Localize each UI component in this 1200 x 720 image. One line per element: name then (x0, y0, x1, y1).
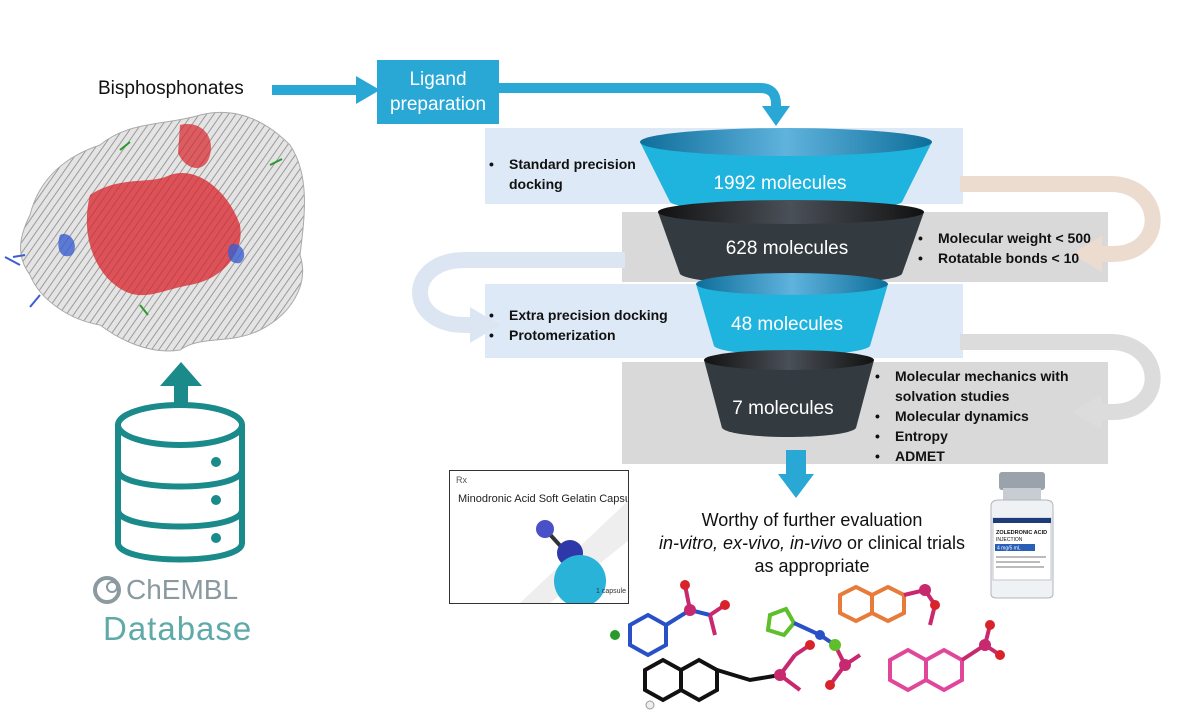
arrow-right-icon (272, 76, 380, 104)
bullet-item: Standard precision docking (487, 154, 657, 194)
vial-label-line1: ZOLEDRONIC ACID (996, 530, 1047, 536)
funnel-stage-1 (640, 128, 932, 212)
stage-3-bullets: Extra precision docking Protomerization (487, 305, 687, 345)
result-text: Worthy of further evaluation in-vitro, e… (622, 509, 1002, 578)
database-label: Database (103, 610, 253, 647)
funnel-label-1: 1992 molecules (713, 173, 847, 194)
stage-1-bullets: Standard precision docking (487, 154, 657, 194)
stage-2-bullets: Molecular weight < 500 Rotatable bonds <… (916, 228, 1106, 268)
source-label: Bisphosphonates (98, 78, 244, 99)
bullet-item: Protomerization (487, 325, 687, 345)
result-line2-rest: or clinical trials (842, 533, 966, 553)
funnel (640, 128, 932, 437)
funnel-label-2: 628 molecules (725, 238, 849, 259)
curved-arrow-icon (412, 252, 625, 343)
result-line2-italic: in-vitro, ex-vivo, in-vivo (658, 533, 842, 553)
bullet-item: Molecular dynamics (873, 406, 1098, 426)
molecule-model-image (520, 501, 628, 603)
funnel-stage-2 (658, 200, 924, 285)
bullet-item: Entropy (873, 426, 1098, 446)
chembl-logo-icon (93, 576, 121, 604)
bullet-item: Extra precision docking (487, 305, 687, 325)
vial-image: ZOLEDRONIC ACID INJECTION 4 mg/5 mL (990, 472, 1054, 599)
stage-4-bullets: Molecular mechanics with solvation studi… (873, 366, 1098, 466)
bullet-item: Rotatable bonds < 10 (916, 248, 1106, 268)
result-line2: in-vitro, ex-vivo, in-vivo or clinical t… (622, 532, 1002, 555)
chembl-brand: ChEMBL (126, 574, 239, 605)
bullet-item: Molecular weight < 500 (916, 228, 1106, 248)
capsule-footer: 1 capsule (596, 588, 626, 595)
funnel-label-4: 7 molecules (732, 398, 834, 419)
result-line3: as appropriate (754, 556, 870, 576)
funnel-stage-4 (704, 350, 874, 437)
arrow-down-icon (778, 450, 814, 498)
funnel-stage-3 (696, 273, 888, 355)
capsule-product-card: Rx Minodronic Acid Soft Gelatin Capsule … (449, 470, 629, 604)
protein-structure-image (4, 111, 305, 352)
result-line1: Worthy of further evaluation (701, 510, 923, 530)
ligand-line1: Ligand (409, 69, 467, 90)
vial-label-line3: 4 mg/5 mL (997, 546, 1021, 552)
rx-symbol: Rx (456, 475, 467, 485)
bisphosphonate-structures-image (610, 580, 1005, 710)
ligand-preparation-box: Ligand preparation (377, 60, 499, 124)
vial-label-line2: INJECTION (996, 537, 1023, 543)
bullet-item: Molecular mechanics with solvation studi… (873, 366, 1098, 406)
ligand-line2: preparation (389, 94, 487, 115)
database-icon (115, 402, 245, 563)
arrow-down-icon (498, 83, 790, 126)
capsule-title: Minodronic Acid Soft Gelatin Capsule (458, 493, 629, 505)
funnel-label-3: 48 molecules (731, 314, 843, 335)
upload-arrow-icon (160, 362, 202, 434)
bullet-item: ADMET (873, 446, 1098, 466)
